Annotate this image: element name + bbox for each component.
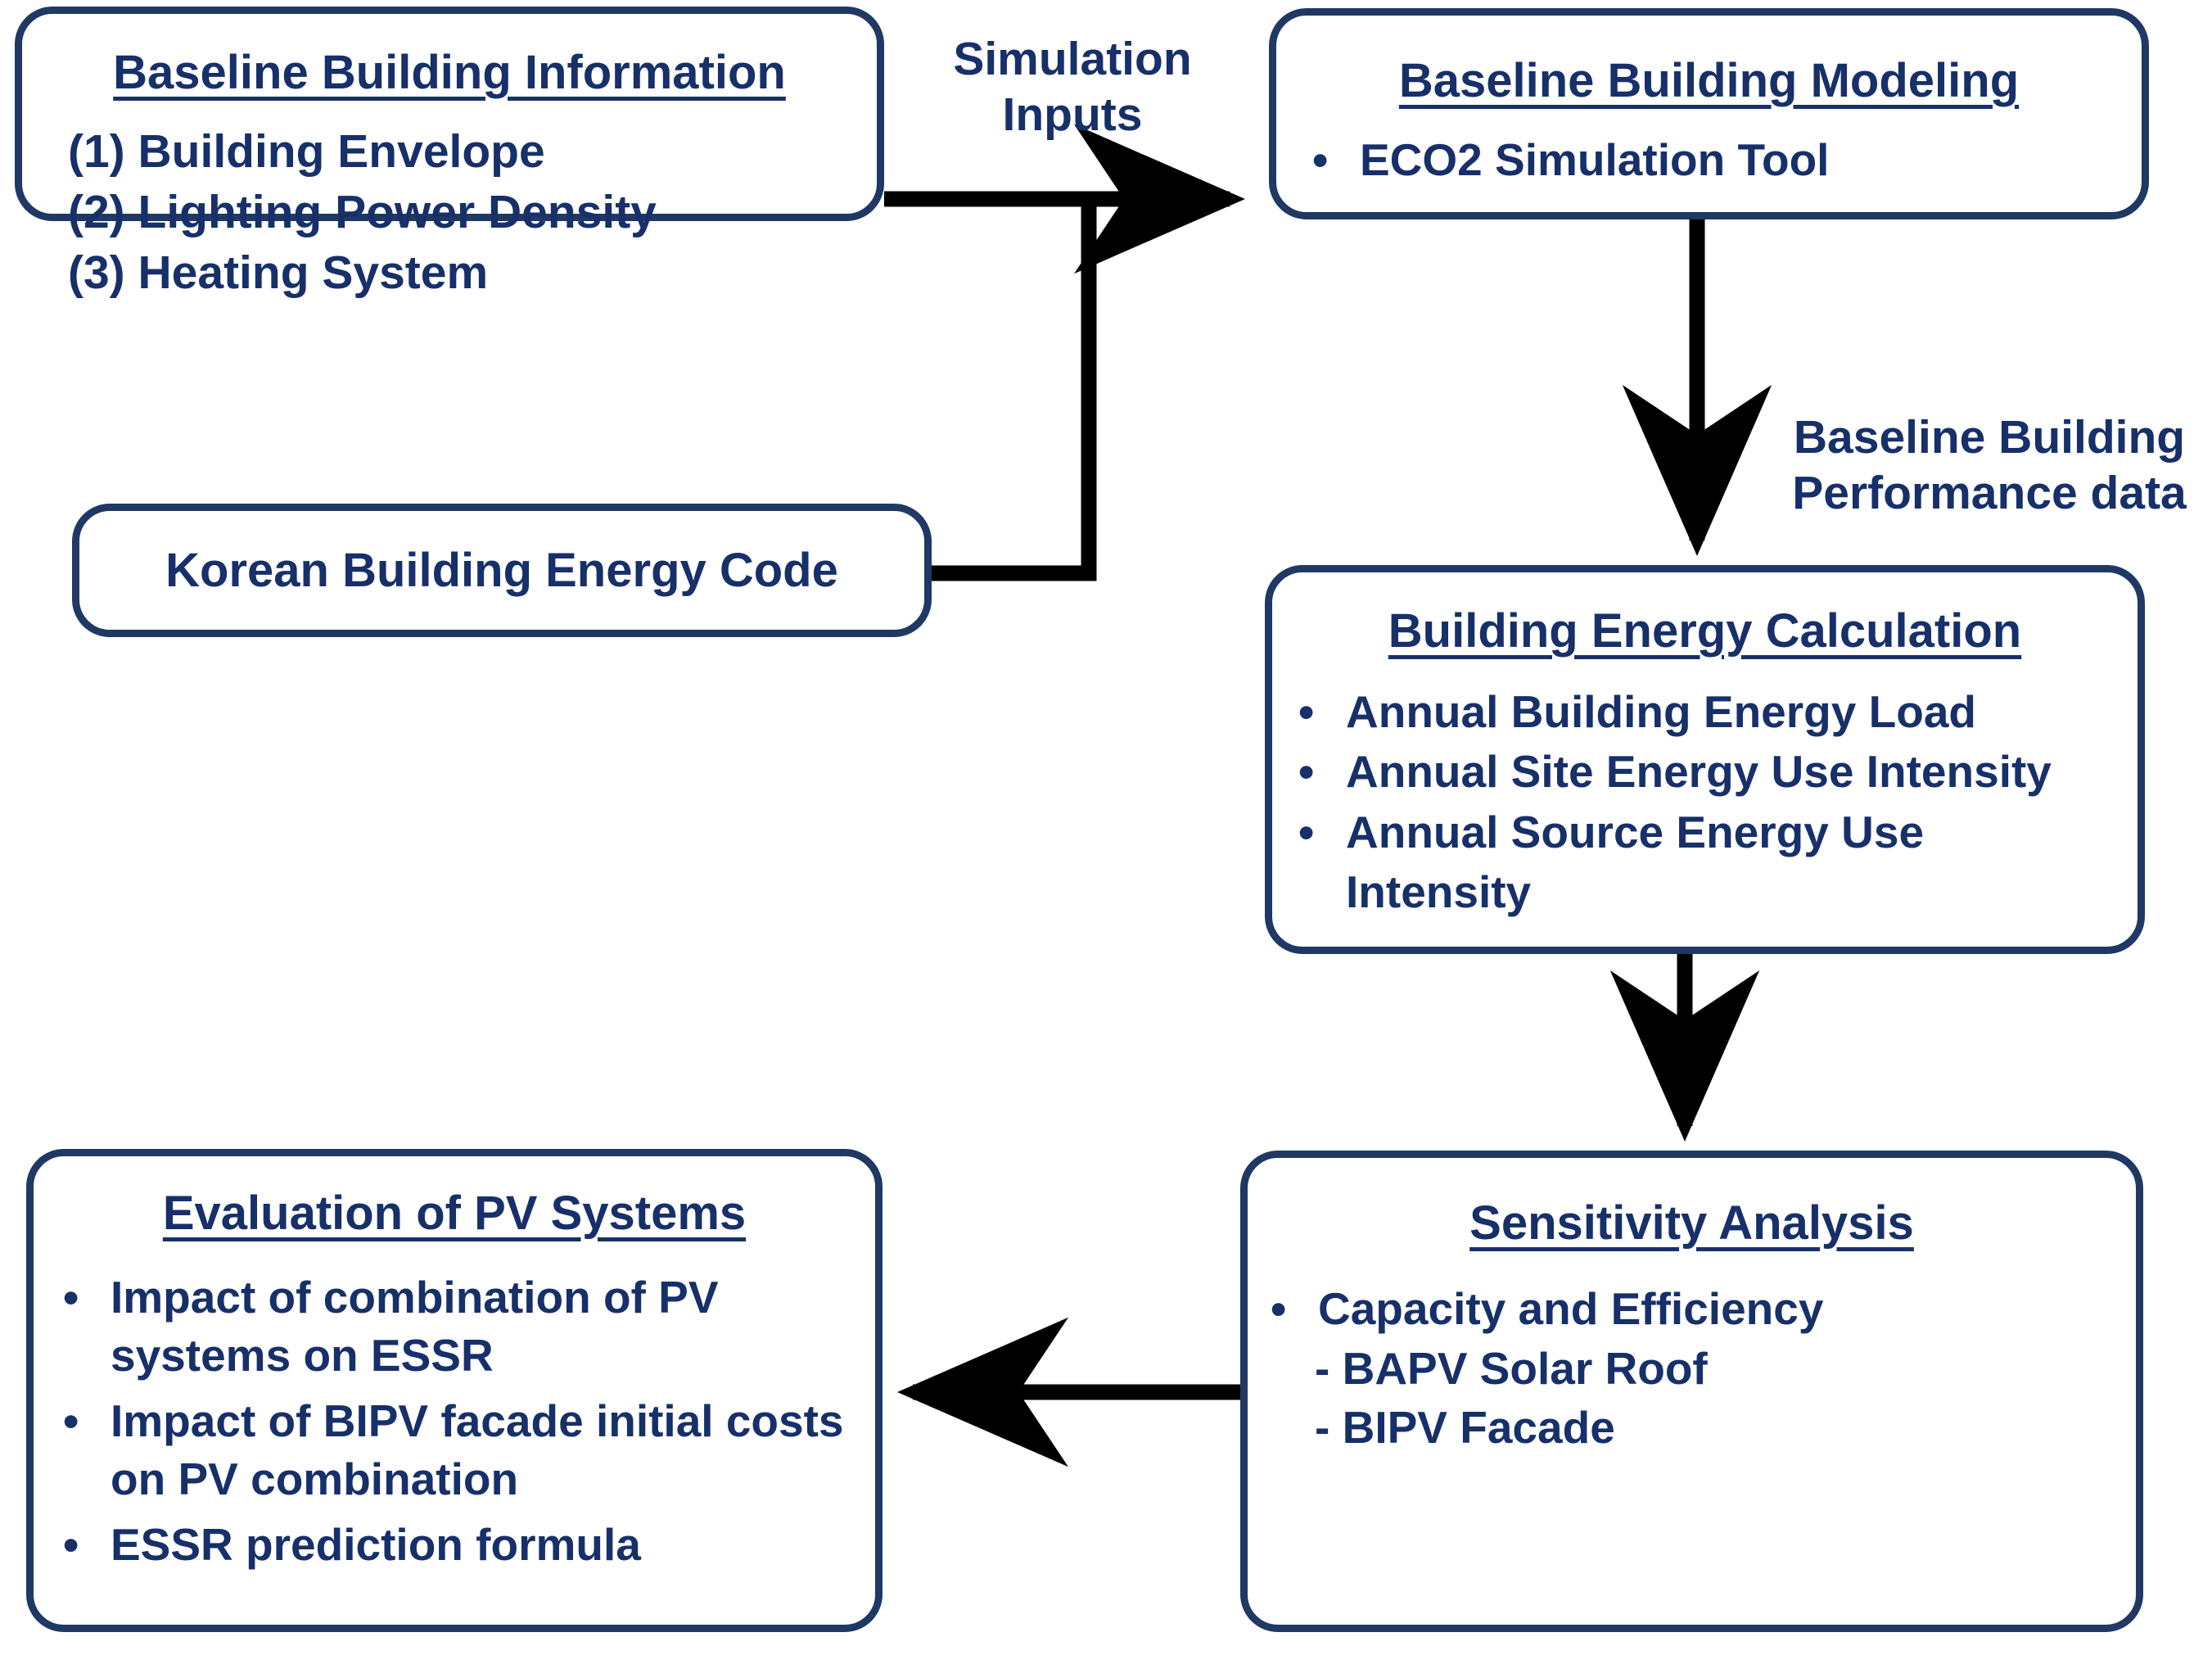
list-item-label: Annual Building Energy Load [1346, 685, 1976, 737]
korean-code-label: Korean Building Energy Code [165, 543, 838, 597]
evaluation-list: • Impact of combination of PV systems on… [34, 1268, 875, 1575]
node-evaluation-of-pv-systems[interactable]: Evaluation of PV Systems • Impact of com… [26, 1149, 883, 1632]
bullet-icon: • [1298, 685, 1315, 737]
simulation-inputs-line-2: Inputs [1002, 88, 1143, 142]
bullet-icon: • [63, 1271, 79, 1323]
node-korean-building-energy-code[interactable]: Korean Building Energy Code [72, 504, 932, 637]
edge-label-simulation-inputs: Simulation Inputs [901, 31, 1244, 143]
list-item-label: Capacity and Efficiency [1318, 1282, 1824, 1334]
list-item-label: Annual Site Energy Use Intensity [1346, 746, 2052, 798]
bullet-icon: • [1298, 746, 1315, 798]
evaluation-title-wrap: Evaluation of PV Systems [34, 1187, 875, 1241]
list-item-label: Annual Source Energy Use [1346, 806, 1925, 857]
list-item-label: Impact of BIPV facade initial costs on P… [111, 1395, 844, 1505]
baseline-model-list: • ECO2 Simulation Tool [1276, 131, 2142, 190]
node-building-energy-calculation[interactable]: Building Energy Calculation • Annual Bui… [1265, 565, 2145, 954]
sensitivity-title: Sensitivity Analysis [1469, 1196, 1914, 1250]
bullet-icon: • [1298, 806, 1315, 857]
baseline-model-title-wrap: Baseline Building Modeling [1276, 54, 2142, 108]
list-item: • Annual Site Energy Use Intensity [1287, 743, 2138, 802]
list-item: • Impact of BIPV facade initial costs on… [52, 1392, 847, 1509]
bullet-icon: • [1312, 133, 1329, 185]
energy-calc-item3-wrap: Intensity [1346, 866, 1532, 918]
energy-calc-title: Building Energy Calculation [1388, 604, 2022, 658]
edge-korean-code-to-inputs [925, 199, 1097, 581]
baseline-info-list: (1) Building Envelope (2) Lighting Power… [22, 121, 877, 303]
baseline-model-title: Baseline Building Modeling [1398, 54, 2020, 107]
energy-calc-title-wrap: Building Energy Calculation [1272, 604, 2138, 658]
bullet-icon: • [1271, 1282, 1287, 1334]
node-baseline-building-information[interactable]: Baseline Building Information (1) Buildi… [15, 7, 884, 299]
edge-label-performance-data: Baseline Building Performance data [1768, 409, 2210, 522]
list-item: • ECO2 Simulation Tool [1301, 131, 2142, 190]
list-item: (2) Lighting Power Density [68, 186, 657, 239]
evaluation-title: Evaluation of PV Systems [162, 1187, 747, 1240]
list-item: • Capacity and Efficiency [1259, 1280, 2136, 1339]
list-item-label: ESSR prediction formula [111, 1518, 641, 1570]
performance-data-line-2: Performance data [1792, 467, 2187, 520]
node-sensitivity-analysis[interactable]: Sensitivity Analysis • Capacity and Effi… [1240, 1151, 2143, 1632]
bullet-icon: • [63, 1395, 79, 1446]
baseline-info-title-wrap: Baseline Building Information [22, 46, 877, 100]
bullet-icon: • [63, 1518, 79, 1570]
node-baseline-building-modeling[interactable]: Baseline Building Modeling • ECO2 Simula… [1269, 8, 2149, 219]
list-item: (3) Heating System [68, 246, 489, 300]
sensitivity-sub-item-1: - BAPV Solar Roof [1315, 1343, 1708, 1395]
baseline-info-title: Baseline Building Information [113, 46, 786, 99]
list-item-label: Impact of combination of PV systems on E… [111, 1271, 719, 1381]
list-item: • ESSR prediction formula [52, 1516, 847, 1575]
sensitivity-list: • Capacity and Efficiency [1248, 1280, 2136, 1339]
energy-calc-list: • Annual Building Energy Load • Annual S… [1272, 683, 2138, 862]
list-item: • Annual Building Energy Load [1287, 683, 2138, 742]
list-item: • Impact of combination of PV systems on… [52, 1268, 847, 1386]
performance-data-line-1: Baseline Building [1793, 411, 2186, 463]
list-item: (1) Building Envelope [68, 124, 545, 178]
sensitivity-sub-item-2: - BIPV Facade [1315, 1401, 1615, 1453]
sensitivity-title-wrap: Sensitivity Analysis [1248, 1196, 2136, 1250]
simulation-inputs-line-1: Simulation [953, 33, 1192, 85]
list-item-label: ECO2 Simulation Tool [1360, 133, 1830, 185]
list-item: • Annual Source Energy Use [1287, 803, 2138, 862]
